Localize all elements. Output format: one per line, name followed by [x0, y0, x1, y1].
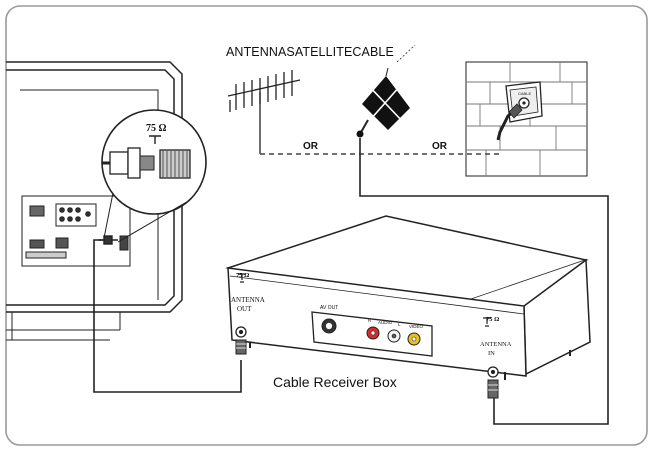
- signal-cables: [93, 138, 609, 425]
- antenna-in-port: [483, 317, 499, 399]
- antenna-out-impedance: 75 Ω: [236, 272, 249, 279]
- audio-r-label: R: [368, 318, 372, 323]
- antenna-in-label-2: IN: [488, 350, 495, 357]
- tv-connector-panel: [21, 195, 131, 267]
- antenna-out-port: [235, 273, 247, 355]
- wall-socket-label: CABLE: [518, 91, 531, 96]
- av-out-panel: [311, 311, 433, 357]
- audio-l-label: L: [398, 322, 401, 327]
- tv-input-callout: 75 Ω: [101, 109, 207, 243]
- receiver-box-label: Cable Receiver Box: [273, 374, 397, 390]
- satellite-dish-icon: [356, 44, 416, 138]
- antenna-in-label-1: ANTENNA: [480, 341, 512, 348]
- antenna-out-label-2: OUT: [237, 305, 252, 313]
- cable-to-antenna-in: [359, 138, 609, 425]
- or-label-left: OR: [303, 141, 318, 152]
- or-label-right: OR: [432, 141, 447, 152]
- antenna-icon: [227, 70, 301, 154]
- video-label: VIDEO: [409, 324, 424, 329]
- wall-cable-socket: CABLE: [465, 61, 588, 177]
- cable-to-tv: [93, 239, 242, 393]
- signal-source-label: ANTENNASATELLITECABLE: [226, 45, 394, 59]
- antenna-out-label-1: ANTENNA: [231, 296, 265, 304]
- tv-callout-impedance: 75 Ω: [146, 123, 167, 134]
- antenna-in-impedance: 75 Ω: [486, 316, 499, 323]
- av-out-label: AV OUT: [320, 305, 338, 311]
- audio-label: AUDIO: [378, 320, 393, 325]
